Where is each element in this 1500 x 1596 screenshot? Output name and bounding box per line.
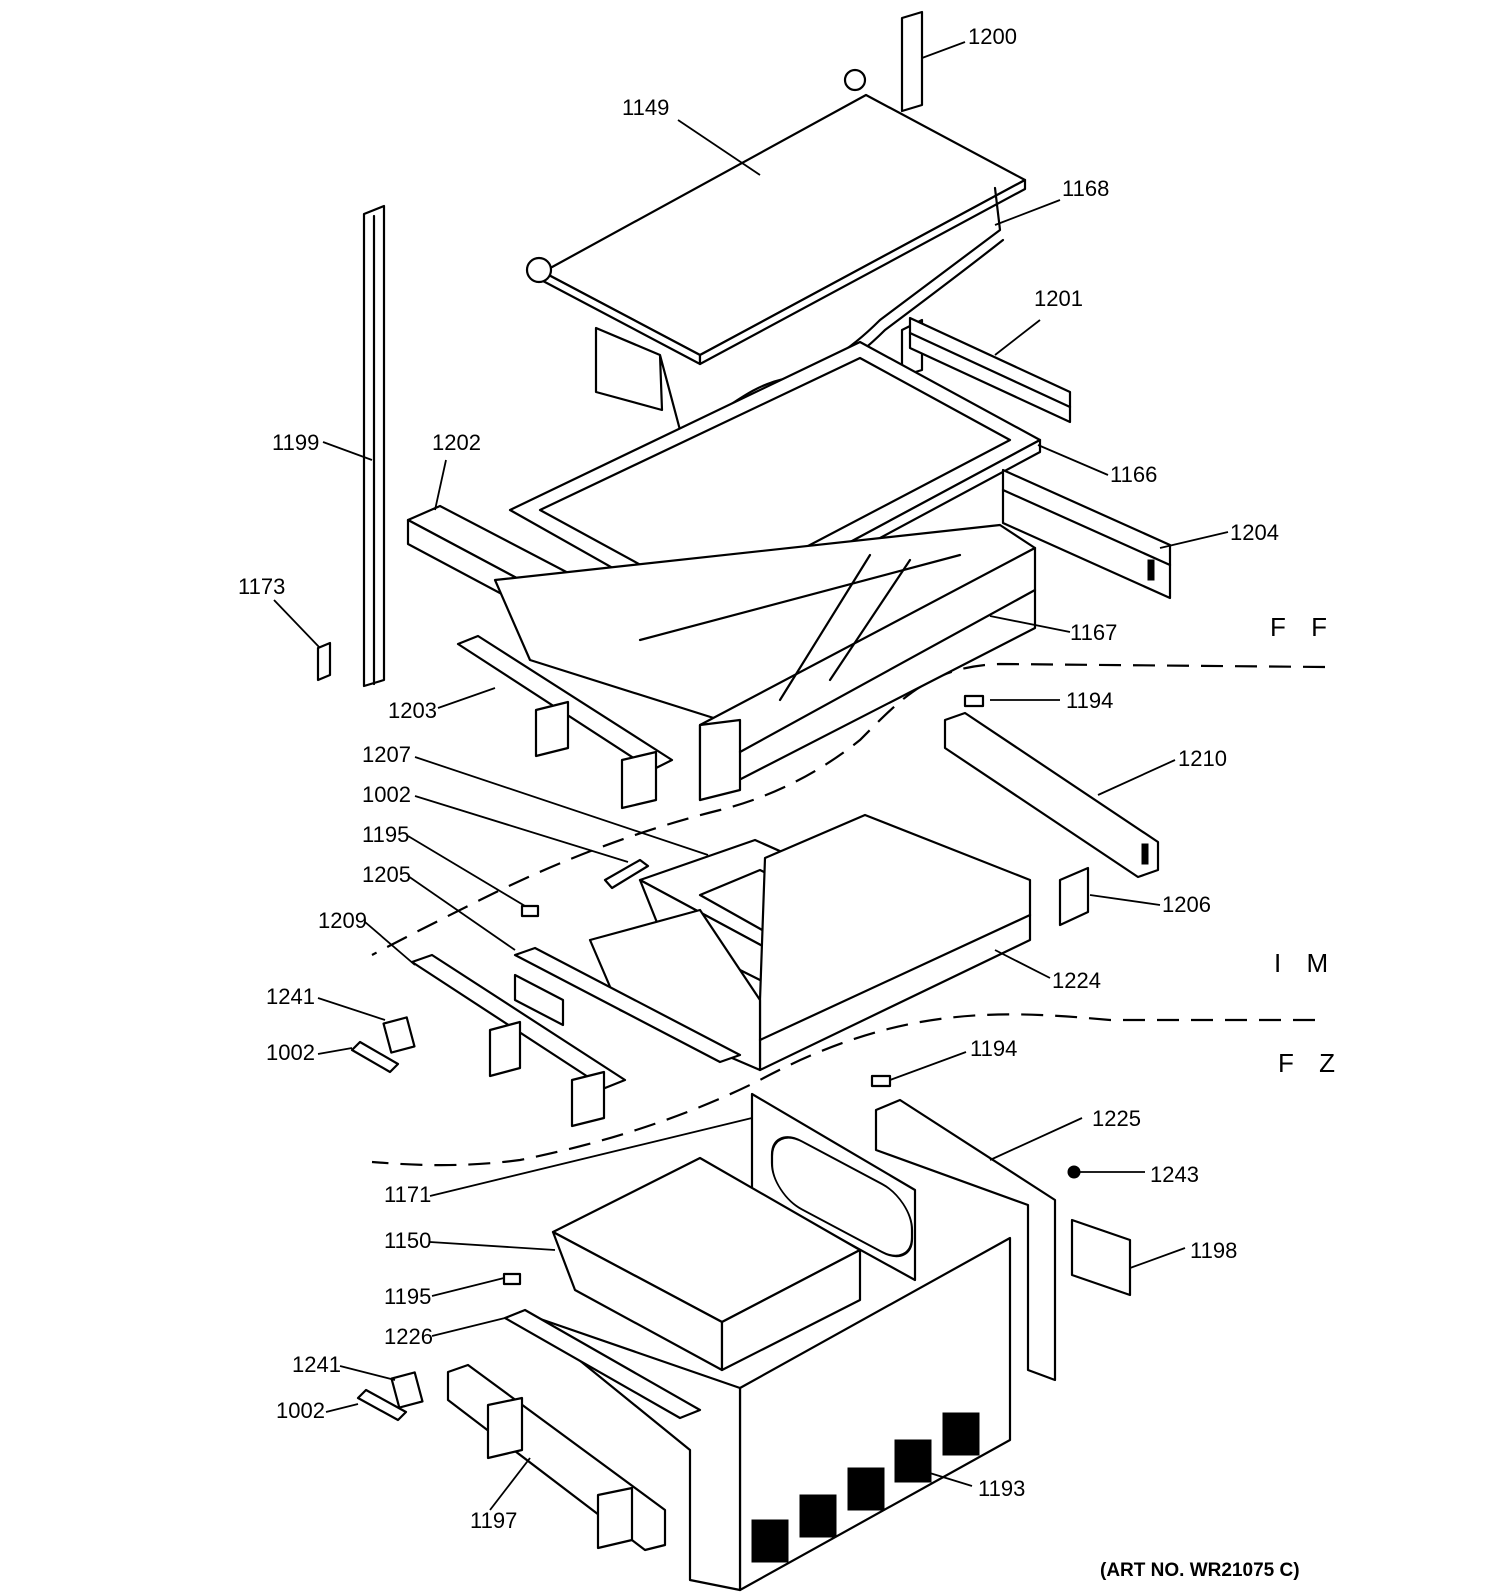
part-1173-clip — [316, 641, 332, 682]
callout-1201: 1201 — [1034, 286, 1083, 311]
part-1171-door-frame — [750, 1092, 917, 1282]
callout-1168: 1168 — [1062, 176, 1109, 201]
callout-1200: 1200 — [968, 24, 1017, 49]
part-1002-handle-left-lower — [356, 1388, 408, 1422]
callout-1241-lower: 1241 — [292, 1352, 341, 1377]
part-1193-freezer-drawer — [518, 1236, 1012, 1592]
part-1195-clip-fz — [502, 1272, 522, 1286]
callout-1149: 1149 — [622, 95, 669, 120]
callout-1171: 1171 — [384, 1182, 431, 1207]
part-1199-channel — [362, 204, 386, 688]
callout-1206: 1206 — [1162, 892, 1211, 917]
part-1241-bracket-upper — [382, 1016, 416, 1054]
part-1194-clip-lower — [870, 1074, 892, 1088]
callout-1224: 1224 — [1052, 968, 1101, 993]
callout-1002-im: 1002 — [362, 782, 411, 807]
part-1002-handle-left-upper — [350, 1040, 400, 1074]
art-number: (ART NO. WR21075 C) — [1100, 1560, 1300, 1581]
callout-1197: 1197 — [470, 1508, 517, 1533]
part-1195-clip-im — [520, 904, 540, 918]
zone-label-im: I M — [1274, 948, 1337, 978]
callout-1198: 1198 — [1190, 1238, 1237, 1263]
leader-lines — [273, 41, 1229, 1511]
part-1150-freezer-basket — [551, 1156, 862, 1372]
zone-label-fz: F Z — [1278, 1048, 1344, 1078]
part-1205-slide — [513, 946, 742, 1064]
part-1149-shelf — [525, 68, 1027, 366]
callout-1202: 1202 — [432, 430, 481, 455]
zone-label-ff: F F — [1270, 612, 1336, 642]
callout-1166: 1166 — [1110, 462, 1157, 487]
callout-1193: 1193 — [978, 1476, 1025, 1501]
part-1226-rail — [503, 1308, 702, 1420]
part-1209-slide — [410, 953, 627, 1128]
callout-1210: 1210 — [1178, 746, 1227, 771]
part-1206-bracket — [1058, 866, 1090, 927]
callout-1204: 1204 — [1230, 520, 1279, 545]
part-1241-bracket-lower — [390, 1371, 424, 1409]
callout-1225: 1225 — [1092, 1106, 1141, 1131]
callout-1167: 1167 — [1070, 620, 1117, 645]
callout-1002-left-lower: 1002 — [276, 1398, 325, 1423]
callout-1226: 1226 — [384, 1324, 433, 1349]
callout-1150: 1150 — [384, 1228, 431, 1253]
callout-1002-left-upper: 1002 — [266, 1040, 315, 1065]
callout-1207: 1207 — [362, 742, 411, 767]
callout-1243: 1243 — [1150, 1162, 1199, 1187]
part-1198-slide — [1070, 1218, 1132, 1297]
fz-zone-divider — [371, 1013, 1315, 1167]
part-1002-handle-im — [603, 858, 650, 890]
part-1203-slide — [456, 634, 674, 810]
callout-1195-im: 1195 — [362, 822, 409, 847]
callout-1173: 1173 — [238, 574, 285, 599]
part-1210-slide — [943, 711, 1160, 879]
callout-1241-upper: 1241 — [266, 984, 315, 1009]
part-1225-channel — [874, 1098, 1057, 1382]
callout-1205: 1205 — [362, 862, 411, 887]
callout-1195-fz: 1195 — [384, 1284, 431, 1309]
callout-1194-upper: 1194 — [1066, 688, 1113, 713]
callout-1203: 1203 — [388, 698, 437, 723]
part-1224-icemaker-drawer — [588, 813, 1032, 1072]
part-1194-clip-upper — [963, 694, 985, 708]
part-1167-crisper-drawer — [493, 523, 1037, 802]
part-1243-screw — [1067, 1165, 1081, 1179]
part-1201-rail — [908, 316, 1072, 424]
callout-1199: 1199 — [272, 430, 319, 455]
part-1204-slide — [1001, 468, 1172, 600]
callout-1209: 1209 — [318, 908, 367, 933]
part-1197-slide — [446, 1363, 667, 1552]
callout-1194-lower: 1194 — [970, 1036, 1017, 1061]
